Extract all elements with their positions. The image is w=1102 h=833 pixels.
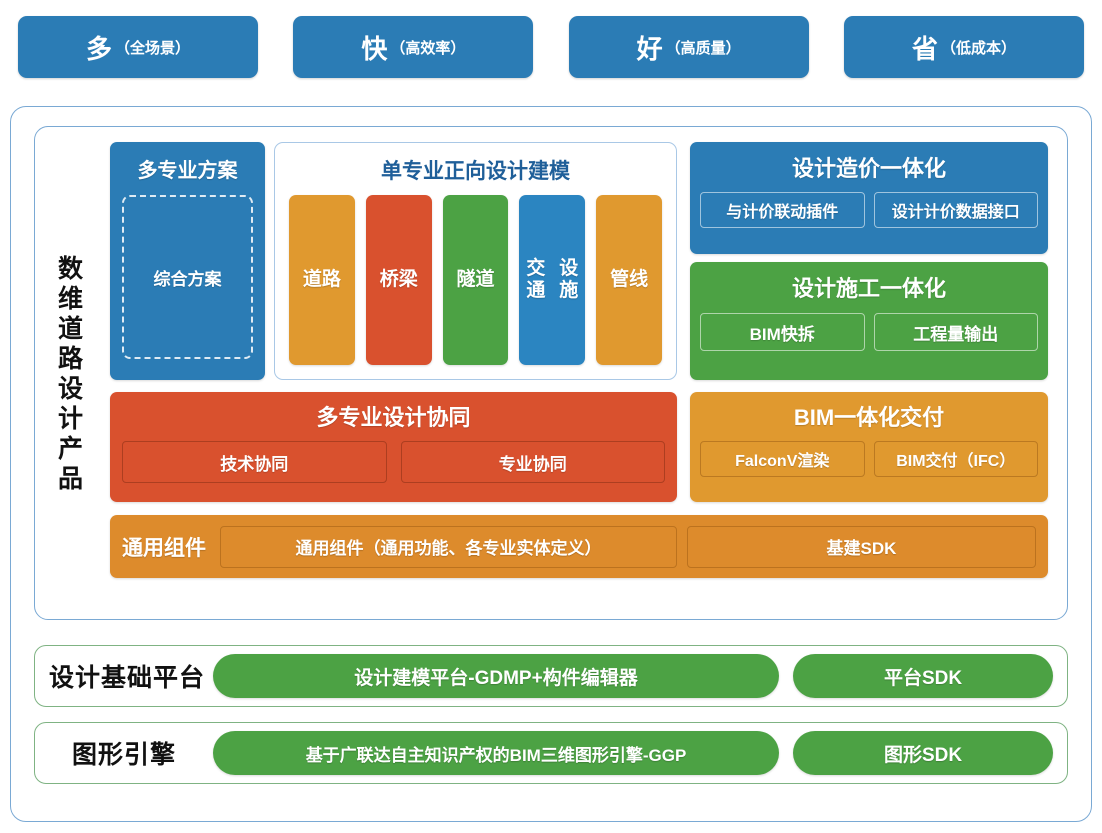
scheme-dashed-item[interactable]: 综合方案 <box>122 195 253 359</box>
cost-integration-items: 与计价联动插件 设计计价数据接口 <box>700 192 1038 228</box>
construction-item-bim-quick-split[interactable]: BIM快拆 <box>700 313 865 351</box>
multi-discipline-scheme-card[interactable]: 多专业方案 综合方案 <box>110 142 265 380</box>
construction-integration-card[interactable]: 设计施工一体化 BIM快拆 工程量输出 <box>690 262 1048 380</box>
construction-integration-title: 设计施工一体化 <box>791 276 946 301</box>
slogan-item-hao[interactable]: 好 （高质量） <box>568 16 809 78</box>
slogan-sub-text: （高质量） <box>665 39 741 57</box>
platform-sdk-graphics-engine[interactable]: 图形SDK <box>793 731 1053 775</box>
discipline-pipeline[interactable]: 管线 <box>596 195 662 365</box>
discipline-road[interactable]: 道路 <box>289 195 355 365</box>
slogan-sub-text: （高效率） <box>390 39 466 57</box>
bim-delivery-title: BIM一体化交付 <box>793 405 945 430</box>
collab-item-technical[interactable]: 技术协同 <box>122 441 387 483</box>
slogan-main-text: 多 <box>85 33 113 64</box>
discipline-list: 道路 桥梁 隧道 交通设施 管线 <box>289 195 662 365</box>
platform-sdk-design-base[interactable]: 平台SDK <box>793 654 1053 698</box>
cost-integration-card[interactable]: 设计造价一体化 与计价联动插件 设计计价数据接口 <box>690 142 1048 254</box>
slogan-item-sheng[interactable]: 省 （低成本） <box>843 16 1084 78</box>
slogan-sub-text: （低成本） <box>940 39 1016 57</box>
slogan-row: 多 （全场景） 快 （高效率） 好 （高质量） 省 （低成本） <box>0 16 1102 80</box>
bim-delivery-card[interactable]: BIM一体化交付 FalconV渲染 BIM交付（IFC） <box>690 392 1048 502</box>
platform-main-design-base[interactable]: 设计建模平台-GDMP+构件编辑器 <box>213 654 779 698</box>
cost-integration-title: 设计造价一体化 <box>791 156 946 181</box>
slogan-main-text: 好 <box>636 33 664 64</box>
common-components-card[interactable]: 通用组件 通用组件（通用功能、各专业实体定义） 基建SDK <box>110 515 1048 578</box>
single-discipline-modeling-card: 单专业正向设计建模 道路 桥梁 隧道 交通设施 管线 <box>274 142 677 380</box>
bim-delivery-items: FalconV渲染 BIM交付（IFC） <box>700 441 1038 477</box>
slogan-main-text: 省 <box>911 33 939 64</box>
slogan-item-kuai[interactable]: 快 （高效率） <box>293 16 534 78</box>
product-side-label: 数维道路设计产品 <box>54 255 83 495</box>
cost-item-pricing-plugin[interactable]: 与计价联动插件 <box>700 192 865 228</box>
collab-item-professional[interactable]: 专业协同 <box>400 441 665 483</box>
collaboration-title: 多专业设计协同 <box>316 405 471 430</box>
delivery-item-bim-ifc[interactable]: BIM交付（IFC） <box>873 441 1038 477</box>
common-components-main-item[interactable]: 通用组件（通用功能、各专业实体定义） <box>220 525 677 568</box>
discipline-traffic-facility[interactable]: 交通设施 <box>519 195 586 365</box>
collaboration-items: 技术协同 专业协同 <box>122 441 665 483</box>
platform-main-graphics-engine[interactable]: 基于广联达自主知识产权的BIM三维图形引擎-GGP <box>213 731 779 775</box>
cost-item-pricing-data-interface[interactable]: 设计计价数据接口 <box>873 192 1038 228</box>
modeling-title: 单专业正向设计建模 <box>381 160 570 183</box>
slogan-item-duo[interactable]: 多 （全场景） <box>18 16 258 78</box>
platform-row-design-base: 设计基础平台 设计建模平台-GDMP+构件编辑器 平台SDK <box>34 645 1068 707</box>
platform-label-graphics-engine: 图形引擎 <box>71 741 176 769</box>
platform-label-design-base: 设计基础平台 <box>49 664 206 692</box>
construction-integration-items: BIM快拆 工程量输出 <box>700 313 1038 351</box>
common-components-infra-sdk[interactable]: 基建SDK <box>687 525 1036 568</box>
platform-row-graphics-engine: 图形引擎 基于广联达自主知识产权的BIM三维图形引擎-GGP 图形SDK <box>34 722 1068 784</box>
delivery-item-falconv-render[interactable]: FalconV渲染 <box>700 441 865 477</box>
slogan-sub-text: （全场景） <box>115 39 191 57</box>
slogan-main-text: 快 <box>361 33 389 64</box>
discipline-tunnel[interactable]: 隧道 <box>442 195 509 365</box>
construction-item-quantity-output[interactable]: 工程量输出 <box>873 313 1038 351</box>
common-components-label: 通用组件 <box>122 536 206 560</box>
discipline-bridge[interactable]: 桥梁 <box>365 195 432 365</box>
scheme-title: 多专业方案 <box>137 160 238 182</box>
collaboration-card[interactable]: 多专业设计协同 技术协同 专业协同 <box>110 392 677 502</box>
